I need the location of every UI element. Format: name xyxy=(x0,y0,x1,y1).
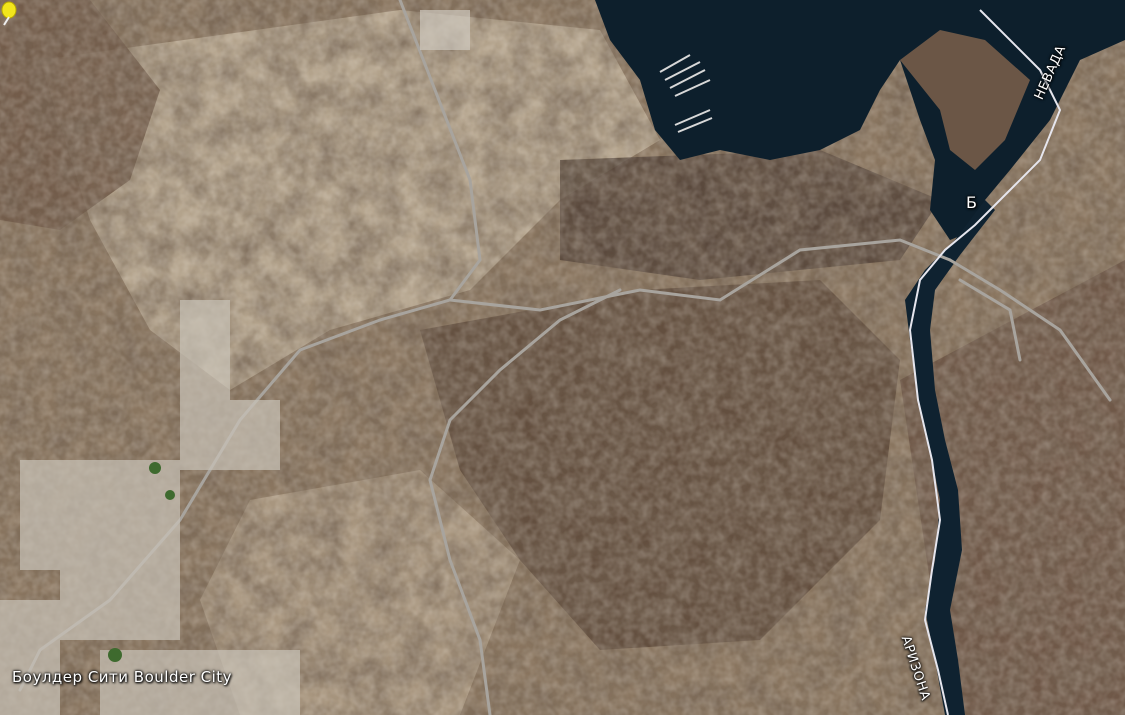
boulder-city-blocks xyxy=(0,300,300,715)
pushpin-icon[interactable] xyxy=(0,0,22,26)
marina-town xyxy=(420,10,470,50)
state-border xyxy=(908,9,1062,715)
city-label-boulder-city: Боулдер Сити Boulder City xyxy=(12,668,233,686)
pin-letter-label: Б xyxy=(966,193,978,212)
marina xyxy=(659,54,713,133)
colorado-river xyxy=(905,200,995,715)
